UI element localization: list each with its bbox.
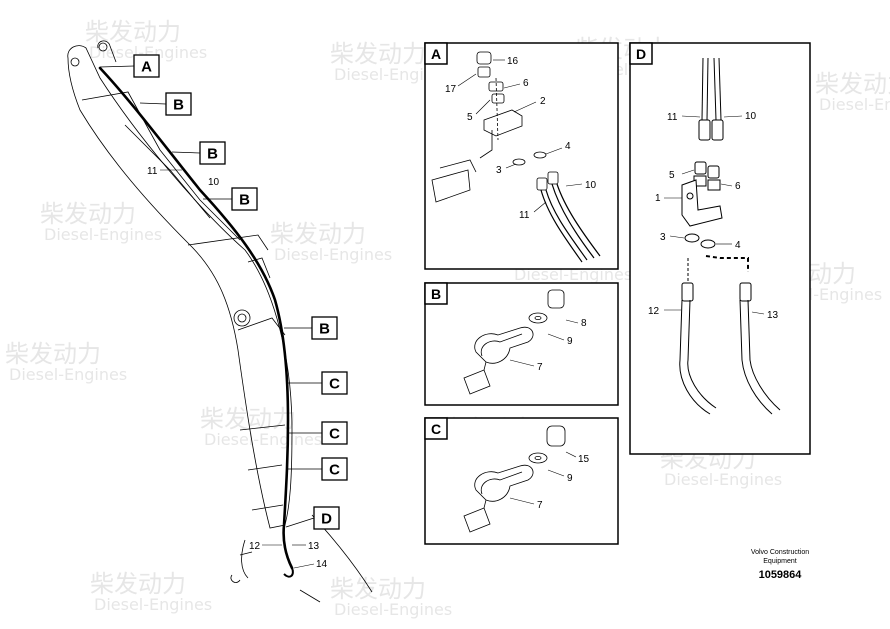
watermark-en: Diesel-Engines <box>89 43 207 62</box>
detail-c-tag <box>424 417 448 440</box>
callout-b-label: B <box>173 97 184 114</box>
watermark-en: Diesel-Engines <box>44 225 162 244</box>
main-callouts: A B B B B C C C D <box>99 54 348 530</box>
detail-b-panel: B 8 9 7 <box>424 282 619 406</box>
part-11: 11 <box>667 112 678 123</box>
watermark-en: Diesel-Engines <box>334 65 452 84</box>
detail-c-panel: C 15 9 7 <box>424 417 619 545</box>
part-9: 9 <box>567 336 573 347</box>
boom-pin <box>233 309 251 327</box>
callout-b <box>231 187 258 211</box>
document-number: 1059864 <box>758 569 802 581</box>
part-6: 6 <box>735 181 741 192</box>
main-part-numbers: 11 10 12 13 14 <box>147 166 328 570</box>
part-13: 13 <box>767 310 779 321</box>
part-10: 10 <box>745 111 757 122</box>
part-12: 12 <box>249 541 261 552</box>
callout-d-label: D <box>321 511 332 528</box>
part-9: 9 <box>567 473 573 484</box>
watermark-en: Diesel-Engines <box>664 470 782 489</box>
callout-c <box>321 371 348 395</box>
callout-b <box>311 316 338 340</box>
watermark-cn: 柴发动力 <box>85 18 181 46</box>
part-2: 2 <box>540 96 546 107</box>
watermark-cn: 柴发动力 <box>5 340 101 368</box>
watermark-en: Diesel-Engines <box>9 365 127 384</box>
part-11: 11 <box>147 166 158 177</box>
detail-d-panel: D <box>629 42 811 455</box>
watermark-cn: 柴发动力 <box>815 70 890 98</box>
part-15: 15 <box>578 454 590 465</box>
part-6: 6 <box>523 78 529 89</box>
callout-a <box>133 54 160 78</box>
callout-c <box>321 457 348 481</box>
part-14: 14 <box>316 559 328 570</box>
watermark-en: Diesel-Engines <box>274 245 392 264</box>
watermark-cn: 柴发动力 <box>40 200 136 228</box>
callout-a-label: A <box>141 59 152 76</box>
watermark-cn: 柴发动力 <box>90 570 186 598</box>
callout-c <box>321 421 348 445</box>
publisher-line-1: Volvo Construction <box>750 549 810 556</box>
part-7: 7 <box>537 362 543 373</box>
part-5: 5 <box>669 170 675 181</box>
part-7: 7 <box>537 500 543 511</box>
publisher-line-2: Equipment <box>763 558 797 565</box>
part-3: 3 <box>660 232 666 243</box>
part-16: 16 <box>507 56 519 67</box>
part-12: 12 <box>648 306 660 317</box>
watermark-en: Diesel-Engines <box>94 595 212 614</box>
part-1: 1 <box>655 193 661 204</box>
callout-b-label: B <box>319 321 330 338</box>
detail-b-letter: B <box>431 286 441 302</box>
callout-b <box>199 141 226 165</box>
watermark-en: Diesel-Engines <box>204 430 322 449</box>
detail-b-tag <box>424 282 448 305</box>
part-17: 17 <box>445 84 457 95</box>
footer-block: Volvo Construction Equipment 1059864 <box>740 548 820 581</box>
callout-b-label: B <box>207 146 218 163</box>
part-13: 13 <box>308 541 320 552</box>
callout-d <box>313 506 340 530</box>
part-5: 5 <box>467 112 473 123</box>
callout-b <box>165 92 192 116</box>
detail-a-letter: A <box>431 46 441 62</box>
part-4: 4 <box>565 141 571 152</box>
part-8: 8 <box>581 318 587 329</box>
watermark-en: Diesel-Engines <box>334 600 452 619</box>
callout-c-label: C <box>329 376 340 393</box>
part-10: 10 <box>585 180 597 191</box>
part-4: 4 <box>735 240 741 251</box>
detail-d-tag <box>629 42 653 65</box>
boom-outline <box>67 45 293 529</box>
detail-a-panel: A <box>424 42 619 270</box>
watermark-cn: 柴发动力 <box>330 40 426 68</box>
part-3: 3 <box>496 165 502 176</box>
part-11: 11 <box>519 210 530 221</box>
callout-c-label: C <box>329 426 340 443</box>
callout-c-label: C <box>329 462 340 479</box>
detail-c-letter: C <box>431 421 441 437</box>
part-10: 10 <box>208 177 220 188</box>
watermark-cn: 柴发动力 <box>270 220 366 248</box>
hydraulic-line <box>98 66 294 570</box>
watermark-en: Diesel-Engines <box>819 95 890 114</box>
callout-b-label: B <box>239 192 250 209</box>
detail-a-tag <box>424 42 448 65</box>
watermark-cn: 柴发动力 <box>330 575 426 603</box>
detail-d-letter: D <box>636 46 646 62</box>
